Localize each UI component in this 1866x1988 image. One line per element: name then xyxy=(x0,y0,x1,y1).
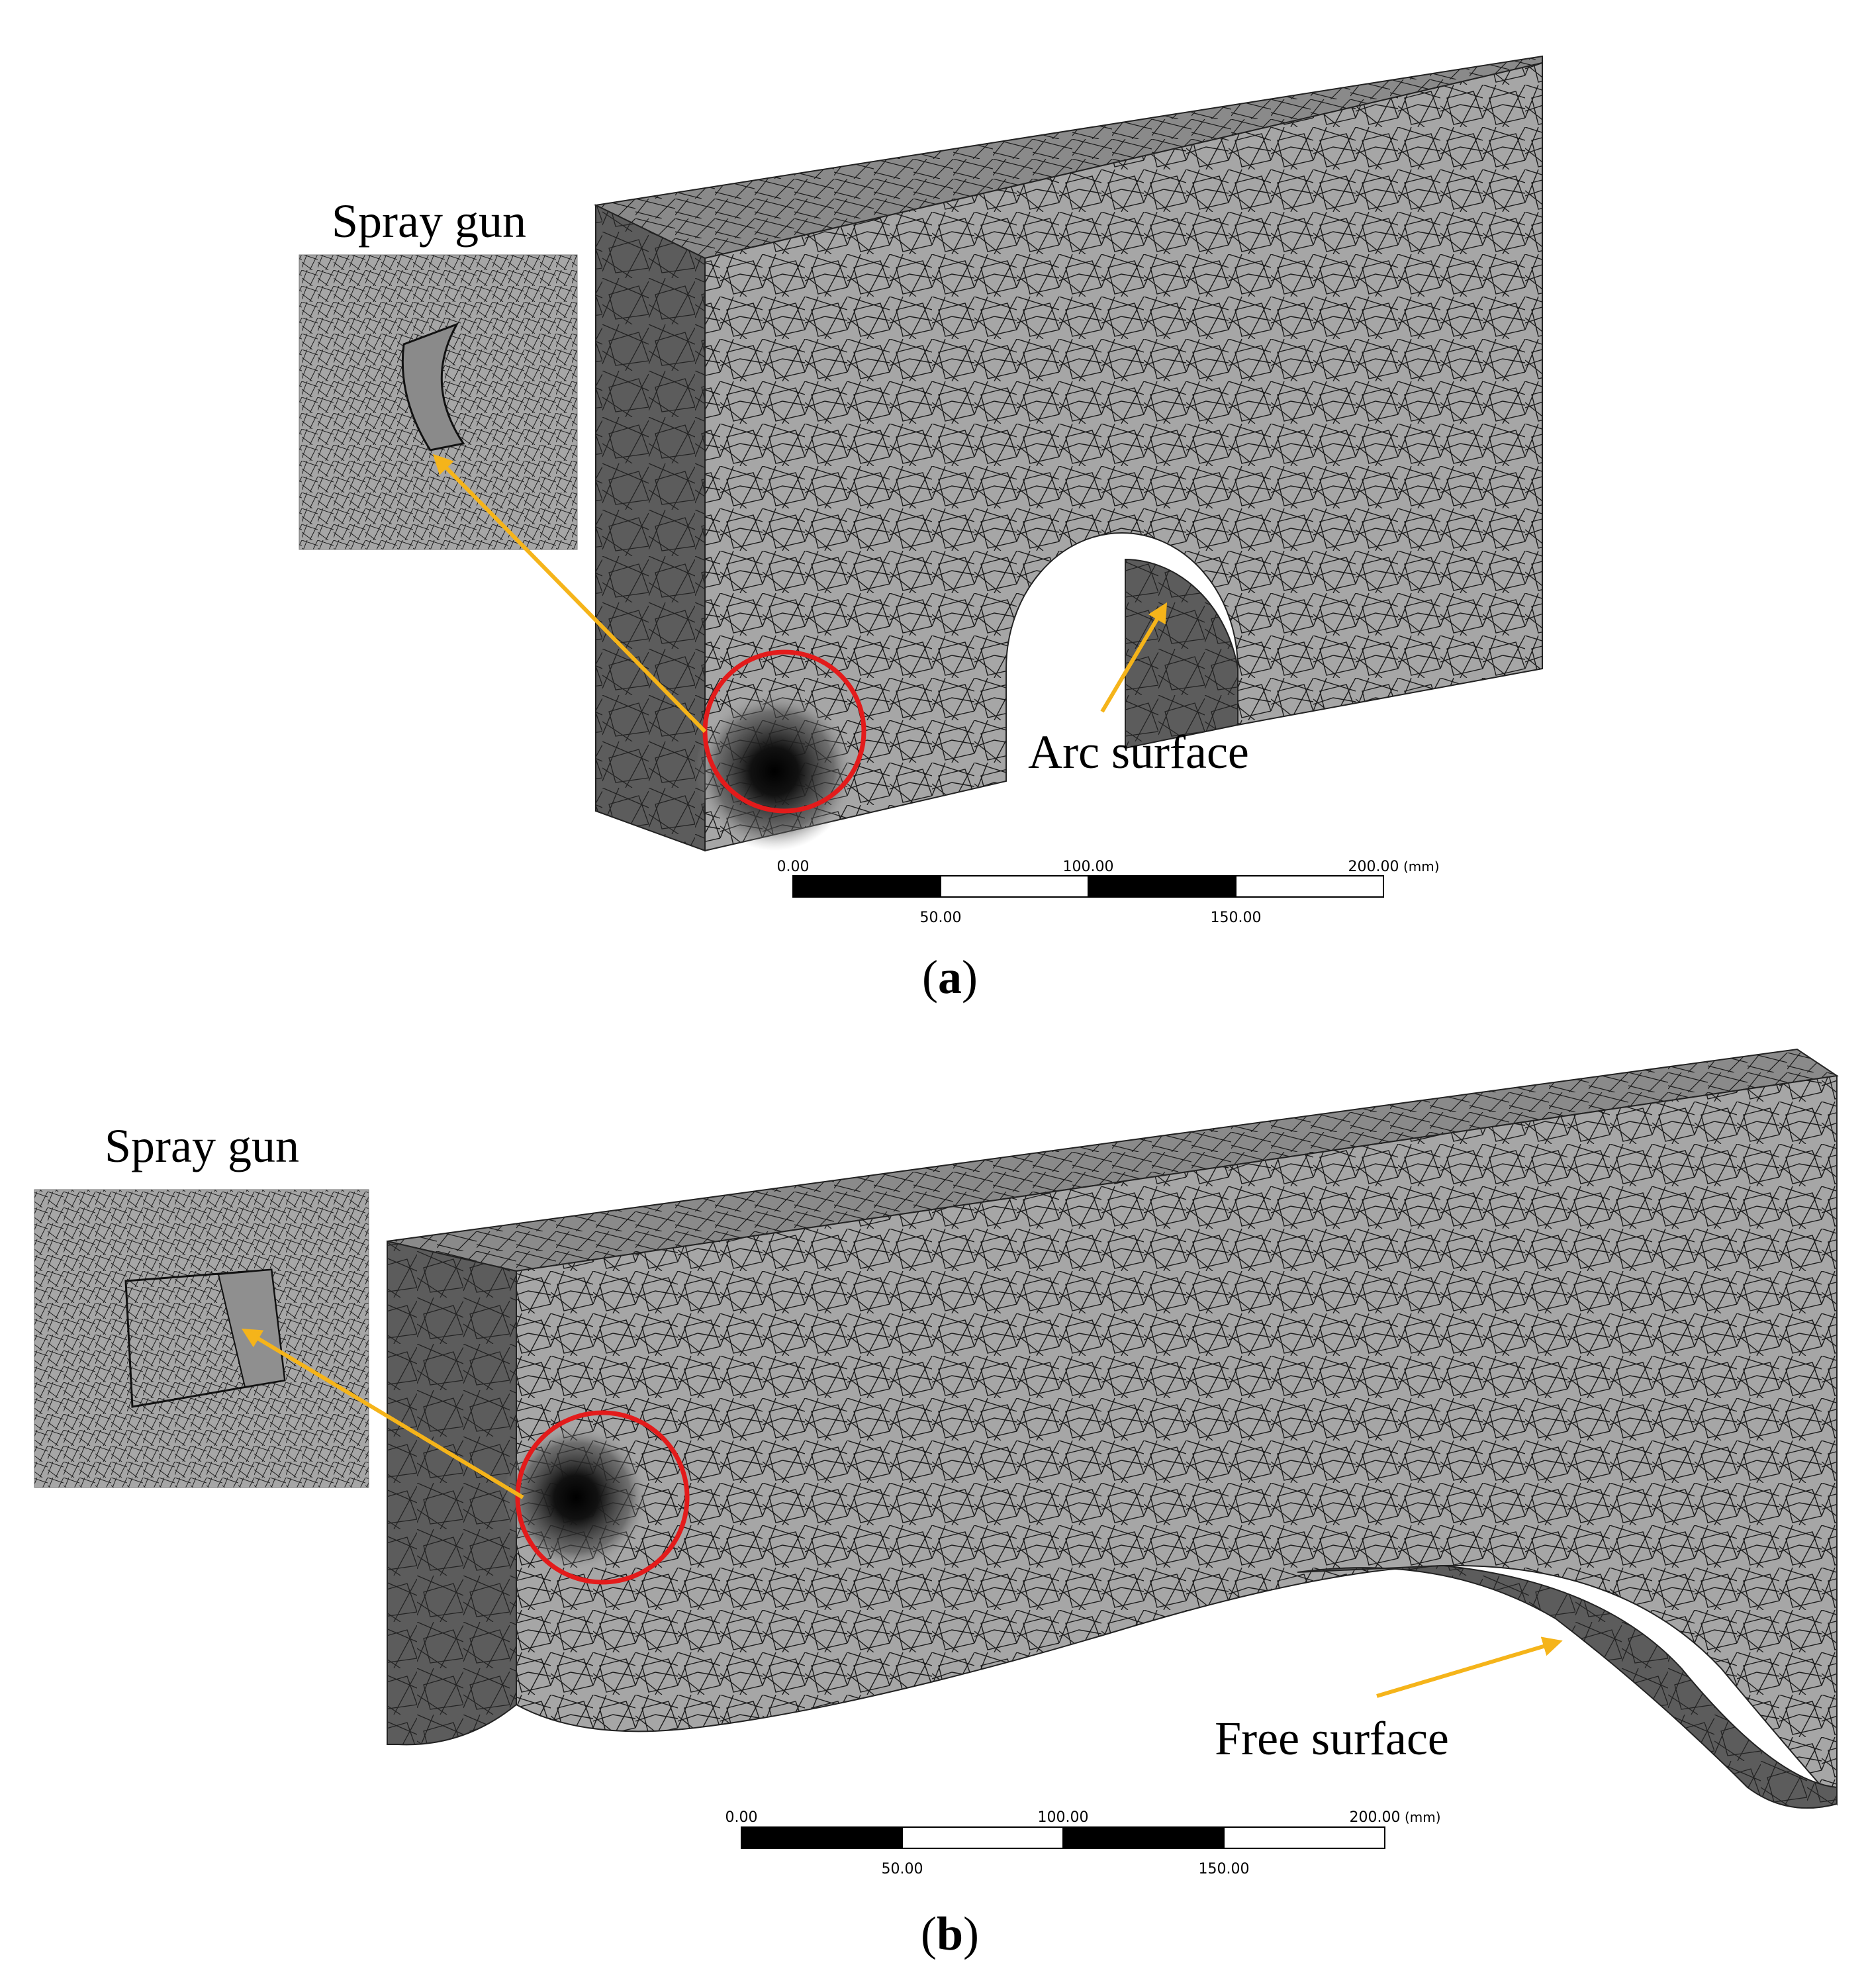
scale-bar-b: 0.00 100.00 200.00 (mm) 50.00 150.00 xyxy=(725,1809,1441,1877)
scale-a-tick-150: 150.00 xyxy=(1211,910,1262,926)
mesh-front-face-a xyxy=(704,62,1543,852)
spray-gun-arrow-a xyxy=(432,453,707,734)
spray-gun-nozzle-face-b xyxy=(217,1268,286,1388)
panel-a: Spray gun Arc surface 0.00 100.00 200.00… xyxy=(299,55,1543,1004)
free-surface-b xyxy=(1297,1564,1838,1809)
panel-b: Spray gun Free surface 0.00 100.00 200.0… xyxy=(34,1048,1839,1960)
scale-bar-a: 0.00 100.00 200.00 (mm) 50.00 150.00 xyxy=(777,859,1440,926)
mesh-block-b xyxy=(387,1048,1839,1809)
mesh-front-face-b xyxy=(516,1074,1838,1806)
scale-b-unit: (mm) xyxy=(1405,1809,1441,1825)
dense-mesh-region-a xyxy=(695,692,854,851)
scale-a-tick-50: 50.00 xyxy=(920,910,962,926)
mesh-block-a xyxy=(593,55,1543,852)
scale-b-tick-200: 200.00 xyxy=(1350,1809,1401,1826)
spray-gun-inset-a xyxy=(299,254,578,550)
caption-b: (b) xyxy=(921,1907,979,1960)
scale-a-unit: (mm) xyxy=(1403,859,1440,875)
scale-b-tick-100: 100.00 xyxy=(1038,1809,1089,1826)
scale-b-tick-0: 0.00 xyxy=(725,1809,758,1826)
scale-a-tick-0: 0.00 xyxy=(777,859,810,875)
spray-gun-label-a: Spray gun xyxy=(332,195,526,248)
scale-a-tick-200: 200.00 xyxy=(1348,859,1399,875)
mesh-side-face-b xyxy=(387,1240,517,1746)
spray-gun-label-b: Spray gun xyxy=(105,1119,299,1172)
arc-surface-arrow-a xyxy=(1100,602,1168,713)
arc-surface-label: Arc surface xyxy=(1028,726,1249,779)
mesh-side-face-a xyxy=(595,204,706,852)
scale-b-tick-150: 150.00 xyxy=(1199,1861,1250,1877)
scale-a-tick-100: 100.00 xyxy=(1063,859,1114,875)
free-surface-arrow-b xyxy=(1376,1636,1563,1698)
caption-a: (a) xyxy=(922,951,978,1004)
spray-gun-nozzle-a xyxy=(401,322,465,451)
scale-b-tick-50: 50.00 xyxy=(882,1861,923,1877)
free-surface-label: Free surface xyxy=(1215,1712,1449,1765)
spray-gun-highlight-circle-b xyxy=(515,1410,690,1585)
spray-gun-inset-b xyxy=(34,1189,369,1488)
dense-mesh-region-b xyxy=(503,1425,649,1570)
spray-gun-arrow-b xyxy=(241,1328,524,1499)
